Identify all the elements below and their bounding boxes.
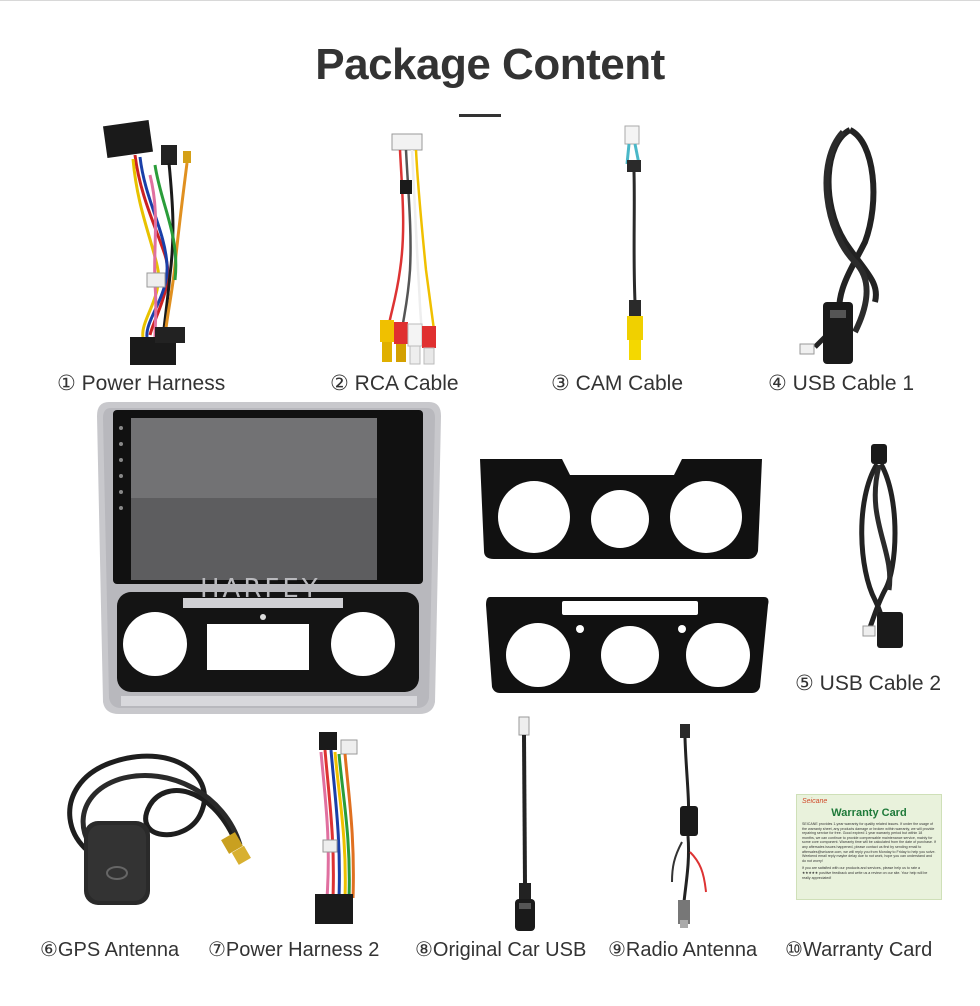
- gps-antenna-label: ⑥GPS Antenna: [40, 939, 180, 961]
- dash-panel-bottom-image: [486, 597, 769, 693]
- cam-cable-label: ③ CAM Cable: [551, 372, 684, 395]
- top-divider: [0, 0, 980, 1]
- title-underline: [459, 114, 501, 117]
- radio-antenna-image: [671, 724, 707, 928]
- power-harness-2-image: [315, 732, 358, 924]
- rca-cable-label: ② RCA Cable: [330, 372, 459, 395]
- original-car-usb-image: [515, 716, 535, 931]
- gps-antenna-image: [67, 753, 251, 905]
- warranty-card: Seicane Warranty Card SEICANE provides 1…: [796, 794, 942, 900]
- power-harness-image: [102, 119, 191, 365]
- head-unit-image: [97, 402, 441, 714]
- power-harness-label: ① Power Harness: [57, 372, 226, 395]
- dash-panel-top-image: [480, 459, 762, 559]
- warranty-card-body-1: SEICANE provides 1-year warranty for qua…: [802, 822, 936, 863]
- warranty-card-heading: Warranty Card: [831, 807, 907, 819]
- warranty-card-brand: Seicane: [802, 798, 828, 805]
- radio-antenna-label: ⑨Radio Antenna: [608, 939, 758, 961]
- rca-cable-image: [380, 133, 436, 365]
- usb-cable-1-image: [799, 127, 879, 364]
- usb-cable-2-image: [859, 444, 903, 648]
- cam-cable-image: [624, 125, 643, 360]
- usb-cable-2-label: ⑤ USB Cable 2: [795, 672, 942, 695]
- usb-cable-1-label: ④ USB Cable 1: [768, 372, 915, 395]
- warranty-card-body-2: If you are satisfied with our products a…: [802, 866, 928, 880]
- original-car-usb-label: ⑧Original Car USB: [415, 939, 587, 961]
- page-title: Package Content: [315, 40, 665, 89]
- warranty-card-label: ⑩Warranty Card: [785, 939, 933, 961]
- head-unit-brand: HARFEY: [200, 574, 321, 604]
- power-harness-2-label: ⑦Power Harness 2: [208, 939, 380, 961]
